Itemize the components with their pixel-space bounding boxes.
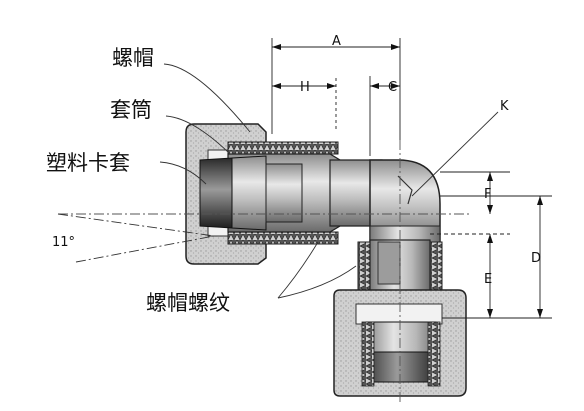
center-lines xyxy=(58,140,470,405)
dim-c-label: C xyxy=(388,80,397,95)
arrow xyxy=(391,83,400,89)
leader-thread-1 xyxy=(277,241,319,299)
label-nut: 螺帽 xyxy=(112,46,154,70)
arrow xyxy=(487,309,493,318)
arrow xyxy=(537,196,543,205)
dim-k-label: K xyxy=(500,99,509,114)
dim-d-label: D xyxy=(531,251,541,266)
leader-plastic-ferrule xyxy=(159,161,207,185)
arrow xyxy=(370,83,379,89)
label-plastic-ferrule: 塑料卡套 xyxy=(46,151,130,175)
arrow xyxy=(391,44,400,50)
leader-k xyxy=(411,111,499,197)
left-ferrules xyxy=(199,155,303,231)
arrow xyxy=(272,83,281,89)
dim-f-label: F xyxy=(484,187,491,202)
dimension-arrows xyxy=(272,44,543,318)
leader-lines xyxy=(57,63,499,299)
arrow xyxy=(537,309,543,318)
arrow xyxy=(487,234,493,243)
dim-h-label: H xyxy=(300,80,310,95)
dim-e-label: E xyxy=(484,272,492,287)
arrow xyxy=(487,172,493,181)
leader-thread-2 xyxy=(277,265,357,299)
dim-a-label: A xyxy=(332,34,341,49)
label-nut-thread: 螺帽螺纹 xyxy=(146,291,230,315)
arrow xyxy=(487,205,493,214)
bottom-ferrules xyxy=(361,321,441,387)
leader-back-ferrule xyxy=(165,115,229,153)
elbow-body xyxy=(369,159,441,251)
angle-lines xyxy=(57,213,215,263)
leader-nut xyxy=(163,63,251,133)
arrow xyxy=(272,44,281,50)
arrow xyxy=(327,83,336,89)
angle-label: 11° xyxy=(52,235,75,250)
label-back-ferrule: 套筒 xyxy=(110,98,152,122)
